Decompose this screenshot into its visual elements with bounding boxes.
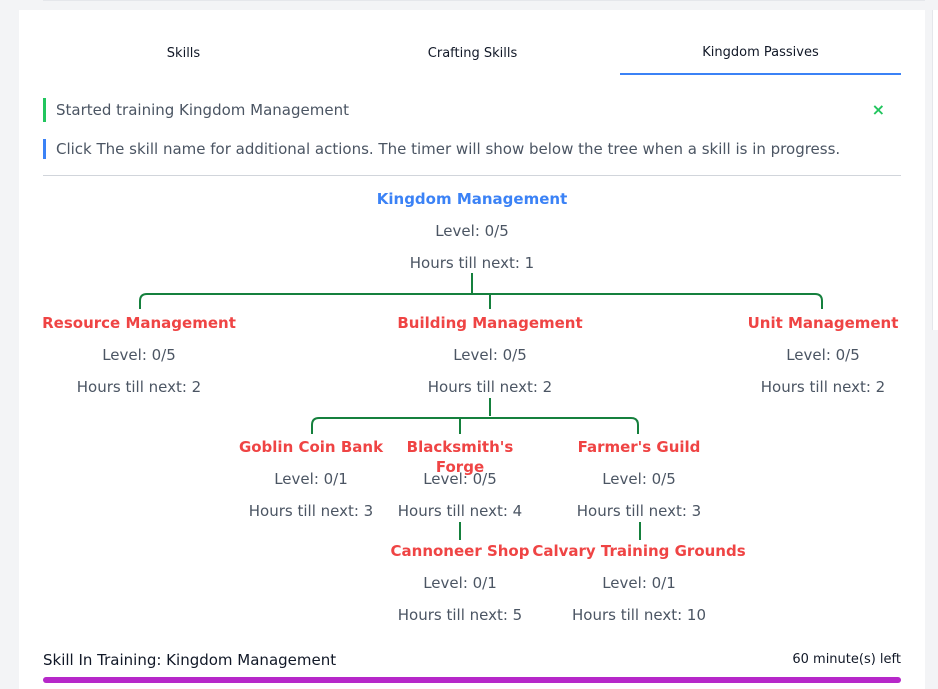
skill-name-goblin-coin-bank[interactable]: Goblin Coin Bank — [238, 438, 384, 456]
skill-hours: Hours till next: 4 — [397, 502, 523, 520]
skill-hours: Hours till next: 3 — [576, 502, 702, 520]
training-progress-fill — [43, 677, 901, 683]
tab-crafting-skills[interactable]: Crafting Skills — [427, 46, 518, 61]
skill-node-calvary-training-grounds: Calvary Training Grounds Level: 0/1 Hour… — [519, 541, 759, 637]
skill-node-kingdom-management: Kingdom Management Level: 0/5 Hours till… — [362, 189, 582, 285]
side-panel-edge — [932, 10, 938, 330]
skill-name-cannoneer-shop[interactable]: Cannoneer Shop — [390, 542, 530, 560]
tree-connectors — [139, 273, 823, 540]
training-progress-bar — [43, 677, 901, 683]
skill-node-goblin-coin-bank: Goblin Coin Bank Level: 0/1 Hours till n… — [201, 437, 421, 533]
skill-name-unit-management[interactable]: Unit Management — [747, 314, 899, 332]
skill-node-unit-management: Unit Management Level: 0/5 Hours till ne… — [713, 313, 933, 409]
skill-tree: Kingdom Management Level: 0/5 Hours till… — [19, 10, 925, 689]
skill-hours: Hours till next: 10 — [571, 606, 706, 624]
skill-hours: Hours till next: 2 — [427, 378, 553, 396]
skill-node-blacksmiths-forge: Blacksmith's Forge Level: 0/5 Hours till… — [380, 437, 540, 533]
skill-level: Level: 0/1 — [423, 574, 497, 592]
tab-kingdom-passives[interactable]: Kingdom Passives — [620, 45, 901, 75]
skill-level: Level: 0/5 — [423, 470, 497, 488]
skill-name-calvary-training-grounds[interactable]: Calvary Training Grounds — [532, 542, 746, 560]
skill-node-resource-management: Resource Management Level: 0/5 Hours til… — [29, 313, 249, 409]
success-alert-text: Started training Kingdom Management — [56, 101, 349, 119]
info-alert-text: Click The skill name for additional acti… — [56, 140, 841, 158]
info-alert: Click The skill name for additional acti… — [43, 139, 901, 159]
skill-level: Level: 0/1 — [602, 574, 676, 592]
skill-level: Level: 0/5 — [102, 346, 176, 364]
skill-hours: Hours till next: 1 — [409, 254, 535, 272]
skill-name-building-management[interactable]: Building Management — [397, 314, 583, 332]
skill-hours: Hours till next: 5 — [397, 606, 523, 624]
divider — [43, 175, 901, 176]
skill-hours: Hours till next: 2 — [76, 378, 202, 396]
skill-name-resource-management[interactable]: Resource Management — [42, 314, 236, 332]
skill-hours: Hours till next: 3 — [248, 502, 374, 520]
connector-level2-bar — [311, 417, 639, 434]
time-left: 60 minute(s) left — [792, 652, 901, 667]
tab-skills[interactable]: Skills — [166, 46, 201, 61]
skill-level: Level: 0/5 — [602, 470, 676, 488]
skill-node-farmers-guild: Farmer's Guild Level: 0/5 Hours till nex… — [529, 437, 749, 533]
skill-hours: Hours till next: 2 — [760, 378, 886, 396]
skill-level: Level: 0/5 — [435, 222, 509, 240]
top-border — [43, 0, 925, 1]
skill-name-blacksmiths-forge[interactable]: Blacksmith's Forge — [406, 438, 514, 476]
close-icon[interactable]: × — [871, 100, 885, 119]
skill-name-farmers-guild[interactable]: Farmer's Guild — [577, 438, 701, 456]
skill-node-cannoneer-shop: Cannoneer Shop Level: 0/1 Hours till nex… — [380, 541, 540, 637]
skill-level: Level: 0/5 — [453, 346, 527, 364]
skill-node-building-management: Building Management Level: 0/5 Hours til… — [380, 313, 600, 409]
skill-level: Level: 0/5 — [786, 346, 860, 364]
skill-level: Level: 0/1 — [274, 470, 348, 488]
skill-in-training-label: Skill In Training: Kingdom Management — [43, 651, 337, 669]
connector-level1-bar — [139, 293, 823, 309]
kingdom-passives-card: Skills Crafting Skills Kingdom Passives … — [19, 10, 925, 689]
skill-name-kingdom-management[interactable]: Kingdom Management — [376, 190, 568, 208]
success-alert: Started training Kingdom Management × — [43, 98, 901, 122]
